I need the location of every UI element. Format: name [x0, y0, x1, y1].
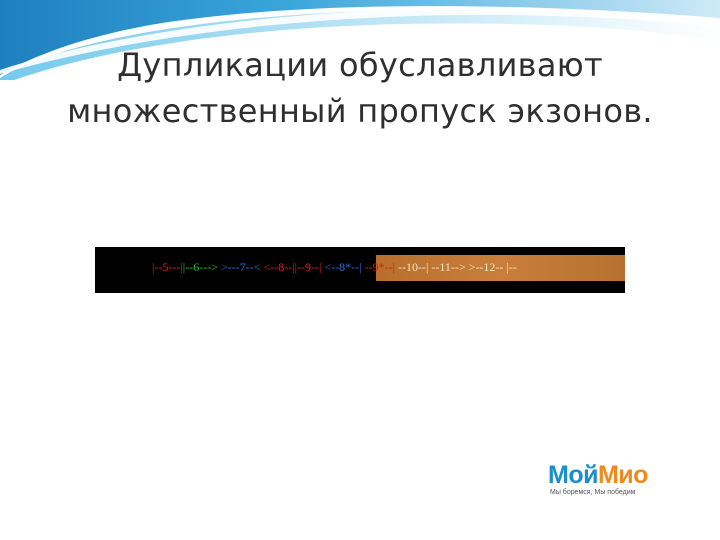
exon-segment: >---7--<: [220, 260, 264, 274]
logo-word-part2: Мио: [597, 461, 648, 489]
exon-segment: <--8*--|: [324, 260, 365, 274]
exon-segment: <--8--|: [263, 260, 295, 274]
slide-title-line-1: Дупликации обуславливают: [117, 46, 603, 84]
exon-segment: --9*--|: [364, 260, 398, 274]
exon-segment: |--9--|: [294, 260, 325, 274]
exon-segment: |--5---|: [152, 260, 183, 274]
slide-title: Дупликации обуславливают множественный п…: [0, 42, 720, 134]
logo-word-part1: Мой: [548, 461, 598, 489]
exon-sequence-text: |--5---||--6---> >---7--< <--8--||--9--|…: [95, 259, 625, 275]
slide-title-line-2: множественный пропуск экзонов.: [67, 92, 653, 130]
exon-segment: |--6--->: [182, 260, 221, 274]
logo-tagline: Мы боремся, Мы победим: [550, 489, 636, 496]
swoosh-band-main: [0, 0, 720, 75]
header-swoosh-decoration: [0, 0, 720, 80]
exon-sequence-strip: |--5---||--6---> >---7--< <--8--||--9--|…: [95, 247, 625, 293]
swoosh-white-streak: [0, 7, 720, 74]
exon-segment: --10--|: [397, 260, 432, 274]
exon-segment: --11-->: [431, 260, 469, 274]
logo-wordmark: МойМио: [548, 462, 698, 488]
exon-segment: |--: [506, 260, 517, 274]
exon-segment: >--12--: [468, 260, 507, 274]
duplicated-region-highlight: [376, 255, 625, 281]
swoosh-band-light: [0, 9, 720, 80]
moymio-logo: МойМио Мы боремся, Мы победим: [548, 462, 698, 498]
